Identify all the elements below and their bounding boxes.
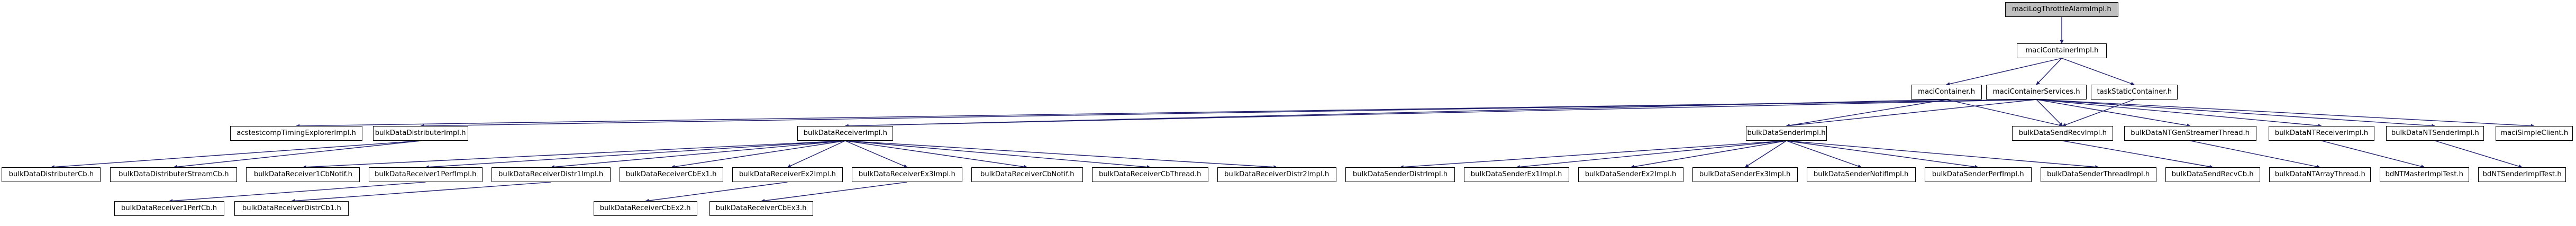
graph-node[interactable]: bulkDataDistributerImpl.h bbox=[373, 126, 468, 141]
graph-node-label: maciSimpleClient.h bbox=[2500, 129, 2569, 138]
graph-node[interactable]: bulkDataReceiverCbEx2.h bbox=[594, 201, 697, 216]
graph-node[interactable]: maciContainerImpl.h bbox=[2017, 43, 2107, 58]
graph-node-label: bulkDataNTSenderImpl.h bbox=[2391, 129, 2479, 138]
graph-node-label: bdNTSenderImplTest.h bbox=[2482, 170, 2562, 179]
graph-node-label: bulkDataReceiverEx2Impl.h bbox=[739, 170, 836, 179]
graph-node[interactable]: bulkDataReceiverEx2Impl.h bbox=[732, 167, 843, 182]
graph-node[interactable]: acstestcompTimingExplorerImpl.h bbox=[230, 126, 362, 141]
graph-node-label: bulkDataDistributerImpl.h bbox=[375, 129, 466, 138]
graph-node-label: bulkDataNTGenStreamerThread.h bbox=[2131, 129, 2250, 138]
graph-node-label: acstestcompTimingExplorerImpl.h bbox=[236, 129, 356, 138]
graph-node-label: bulkDataSenderEx2Impl.h bbox=[1585, 170, 1677, 179]
graph-node-label: bulkDataReceiverCbNotif.h bbox=[980, 170, 1075, 179]
graph-node-label: bulkDataSenderPerfImpl.h bbox=[1932, 170, 2024, 179]
graph-node-label: maciContainerImpl.h bbox=[2025, 46, 2099, 55]
graph-node[interactable]: bulkDataDistributerStreamCb.h bbox=[110, 167, 237, 182]
graph-node-label: bulkDataSendRecvImpl.h bbox=[2018, 129, 2107, 138]
graph-node-label: bulkDataSendRecvCb.h bbox=[2171, 170, 2254, 179]
graph-node-label: bulkDataReceiverDistr1Impl.h bbox=[498, 170, 604, 179]
graph-node-label: bulkDataSenderImpl.h bbox=[1747, 129, 1826, 138]
graph-node[interactable]: bulkDataNTGenStreamerThread.h bbox=[2124, 126, 2256, 141]
graph-node[interactable]: bulkDataReceiver1PerfImpl.h bbox=[369, 167, 483, 182]
graph-node-label: bdNTMasterImplTest.h bbox=[2385, 170, 2464, 179]
graph-node-label: bulkDataReceiver1PerfCb.h bbox=[121, 204, 217, 213]
graph-node-label: bulkDataSenderEx1Impl.h bbox=[1471, 170, 1562, 179]
graph-node-label: bulkDataReceiver1CbNotif.h bbox=[253, 170, 352, 179]
graph-node[interactable]: taskStaticContainer.h bbox=[2091, 85, 2178, 100]
graph-node[interactable]: bulkDataSenderDistrImpl.h bbox=[1345, 167, 1455, 182]
graph-node-label: bulkDataDistributerCb.h bbox=[8, 170, 94, 179]
graph-node[interactable]: bulkDataReceiver1CbNotif.h bbox=[246, 167, 360, 182]
graph-node[interactable]: bulkDataSendRecvImpl.h bbox=[2012, 126, 2113, 141]
graph-node-label: bulkDataSenderNotifImpl.h bbox=[1814, 170, 1909, 179]
graph-node-label: bulkDataReceiverEx3Impl.h bbox=[858, 170, 956, 179]
graph-node[interactable]: bulkDataSenderEx2Impl.h bbox=[1578, 167, 1683, 182]
graph-node[interactable]: bulkDataReceiver1PerfCb.h bbox=[114, 201, 224, 216]
graph-node[interactable]: bulkDataReceiverImpl.h bbox=[797, 126, 893, 141]
graph-node[interactable]: bdNTSenderImplTest.h bbox=[2478, 167, 2566, 182]
graph-node[interactable]: bulkDataSenderEx3Impl.h bbox=[1692, 167, 1798, 182]
graph-node[interactable]: bulkDataReceiverCbEx3.h bbox=[709, 201, 813, 216]
graph-node-label: maciContainer.h bbox=[1918, 87, 1975, 96]
graph-node[interactable]: bulkDataSendRecvCb.h bbox=[2165, 167, 2260, 182]
graph-node[interactable]: maciContainer.h bbox=[1911, 85, 1982, 100]
graph-node-label: bulkDataReceiverDistrCb1.h bbox=[242, 204, 341, 213]
graph-node-label: bulkDataReceiverCbEx2.h bbox=[600, 204, 691, 213]
graph-node[interactable]: bulkDataReceiverCbNotif.h bbox=[971, 167, 1083, 182]
graph-node-root[interactable]: maciLogThrottleAlarmImpl.h bbox=[2005, 2, 2118, 17]
graph-node[interactable]: bulkDataDistributerCb.h bbox=[2, 167, 101, 182]
graph-node-label: bulkDataReceiverCbThread.h bbox=[1099, 170, 1201, 179]
graph-node[interactable]: bulkDataReceiverDistr2Impl.h bbox=[1217, 167, 1336, 182]
graph-node-label: bulkDataReceiverCbEx3.h bbox=[716, 204, 807, 213]
graph-node-label: bulkDataSenderDistrImpl.h bbox=[1352, 170, 1448, 179]
graph-node[interactable]: bulkDataReceiverDistr1Impl.h bbox=[491, 167, 611, 182]
graph-node[interactable]: maciSimpleClient.h bbox=[2496, 126, 2573, 141]
graph-node[interactable]: bulkDataSenderPerfImpl.h bbox=[1925, 167, 2032, 182]
graph-node-label: bulkDataNTReceiverImpl.h bbox=[2274, 129, 2369, 138]
graph-node[interactable]: bulkDataReceiverCbEx1.h bbox=[620, 167, 723, 182]
graph-node-label: bulkDataDistributerStreamCb.h bbox=[118, 170, 229, 179]
graph-node[interactable]: bulkDataReceiverEx3Impl.h bbox=[852, 167, 962, 182]
graph-node-label: maciLogThrottleAlarmImpl.h bbox=[2012, 5, 2111, 14]
graph-node[interactable]: bulkDataReceiverDistrCb1.h bbox=[234, 201, 349, 216]
graph-node-label: maciContainerServices.h bbox=[1992, 87, 2080, 96]
graph-node-label: bulkDataReceiverImpl.h bbox=[803, 129, 887, 138]
graph-node-label: bulkDataReceiverCbEx1.h bbox=[626, 170, 717, 179]
graph-node-label: bulkDataSenderEx3Impl.h bbox=[1699, 170, 1791, 179]
graph-node-label: bulkDataReceiver1PerfImpl.h bbox=[375, 170, 477, 179]
graph-node[interactable]: bulkDataNTSenderImpl.h bbox=[2386, 126, 2484, 141]
graph-node[interactable]: bulkDataNTArrayThread.h bbox=[2269, 167, 2371, 182]
graph-node[interactable]: bulkDataSenderThreadImpl.h bbox=[2041, 167, 2156, 182]
graph-node-label: bulkDataNTArrayThread.h bbox=[2274, 170, 2365, 179]
graph-node[interactable]: bulkDataSenderEx1Impl.h bbox=[1464, 167, 1569, 182]
graph-node-label: bulkDataSenderThreadImpl.h bbox=[2047, 170, 2150, 179]
graph-node-label: bulkDataReceiverDistr2Impl.h bbox=[1224, 170, 1330, 179]
graph-node[interactable]: bulkDataNTReceiverImpl.h bbox=[2269, 126, 2374, 141]
graph-node[interactable]: bulkDataSenderNotifImpl.h bbox=[1807, 167, 1916, 182]
graph-node[interactable]: bdNTMasterImplTest.h bbox=[2380, 167, 2469, 182]
graph-node[interactable]: maciContainerServices.h bbox=[1986, 85, 2087, 100]
graph-node[interactable]: bulkDataSenderImpl.h bbox=[1746, 126, 1827, 141]
graph-node-label: taskStaticContainer.h bbox=[2097, 87, 2172, 96]
graph-node[interactable]: bulkDataReceiverCbThread.h bbox=[1092, 167, 1208, 182]
